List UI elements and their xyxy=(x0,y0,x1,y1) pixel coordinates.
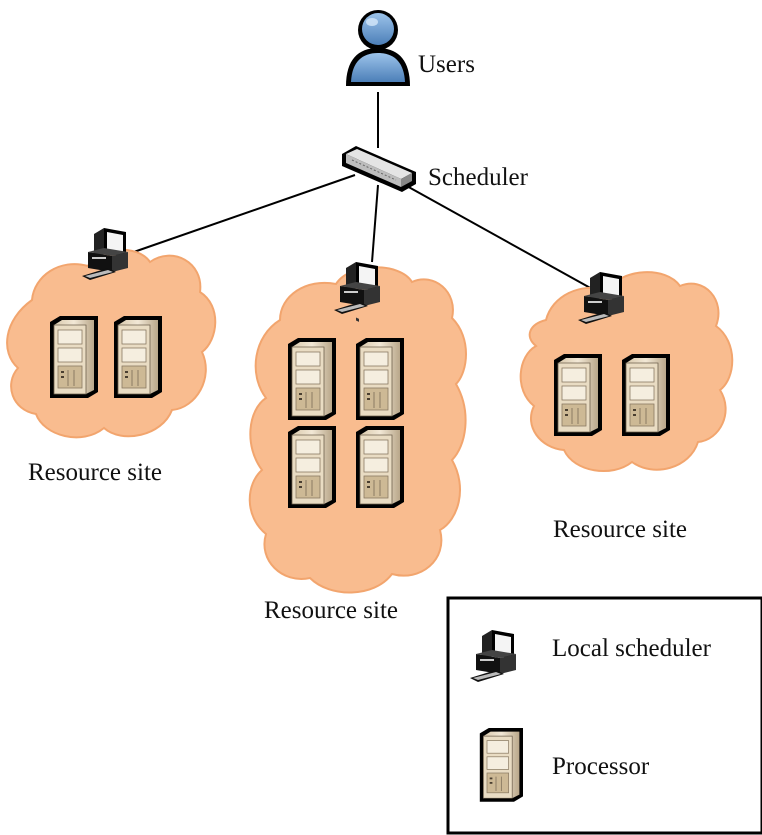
server-icon xyxy=(287,425,337,509)
network-switch-icon xyxy=(342,146,416,322)
server-icon xyxy=(553,353,603,437)
server-icon xyxy=(113,315,163,399)
server-icon xyxy=(479,727,524,803)
connections xyxy=(127,92,604,296)
scheduler-to-left-site-line xyxy=(127,174,356,255)
scheduler-label: Scheduler xyxy=(428,164,528,191)
server-icon xyxy=(621,353,671,437)
resource-site-left-label: Resource site xyxy=(28,459,162,486)
resource-site-right-label: Resource site xyxy=(553,516,687,543)
resource-cloud-middle xyxy=(248,266,467,594)
scheduler-to-middle-site-line xyxy=(371,184,379,263)
users-label: Users xyxy=(418,51,475,78)
legend-processor-label: Processor xyxy=(552,753,650,780)
server-icon xyxy=(287,337,337,421)
server-icon xyxy=(355,337,405,421)
server-icon xyxy=(355,425,405,509)
resource-site-middle-label: Resource site xyxy=(264,597,398,624)
user-icon xyxy=(346,10,410,86)
resource-cloud-left xyxy=(6,248,217,439)
legend-local-scheduler-label: Local scheduler xyxy=(552,635,711,662)
server-icon xyxy=(49,315,99,399)
scheduler-to-right-site-line xyxy=(404,184,604,296)
legend xyxy=(446,596,762,835)
